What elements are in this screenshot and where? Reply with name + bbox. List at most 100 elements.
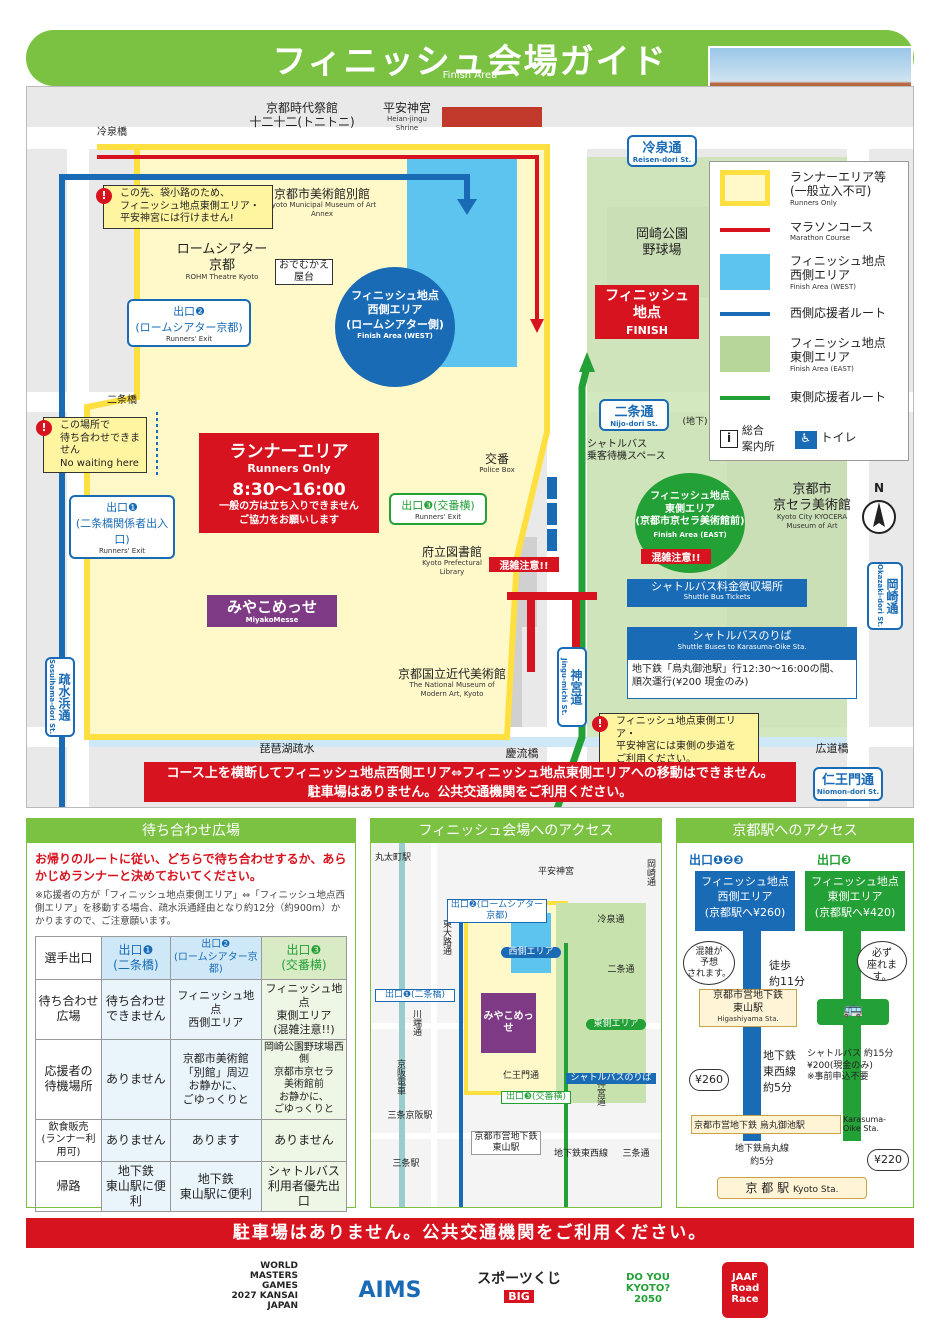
crowd-bubble: 混雑が 予想 されます。 [683, 941, 735, 985]
jidai-hall-label: 京都時代祭館 十二十二(トニトニ) [249, 101, 355, 130]
subway-time: 地下鉄 東西線 約5分 [763, 1049, 796, 1094]
meeting-lead: お帰りのルートに従い、どちらで待ち合わせするか、あらかじめランナーと決めておいて… [35, 852, 347, 883]
page-subtitle: Finish Area [442, 70, 498, 81]
karasuma-box: 京都市営地下鉄 烏丸御池駅 [691, 1115, 841, 1134]
karasuma-en: Karasuma-Oike Sta. [843, 1115, 887, 1133]
table-cell: ありません [260, 1118, 348, 1163]
exit-1-access: 出口❶(二条橋) [375, 989, 455, 1002]
table-cell: 地下鉄 東山駅に便利 [101, 1161, 171, 1213]
venue-access-title: フィニッシュ会場へのアクセス [371, 819, 661, 843]
heian-access-label: 平安神宮 [537, 867, 574, 877]
okazaki-access-label: 岡崎通 [645, 859, 655, 886]
kyoto-station-title: 京都駅へのアクセス [677, 819, 913, 843]
finish-west-callout: フィニッシュ地点 西側エリア (ロームシアター側)Finish Area (WE… [335, 267, 455, 387]
okazaki-stadium-label: 岡崎公園 野球場 [635, 227, 688, 258]
table-row: 帰路 地下鉄 東山駅に便利 地下鉄 東山駅に便利 シャトルバス 利用者優先出口 [35, 1161, 348, 1213]
sanjo-keihan-label: 三条京阪駅 [387, 1111, 433, 1121]
finish-callout: フィニッシュ 地点 FINISH [595, 285, 699, 339]
table-cell: フィニッシュ地点 西側エリア [169, 978, 262, 1040]
toilet-icon: ♿ [794, 430, 817, 449]
west-route-bar [743, 931, 761, 1141]
map-warning-banner: コース上を横断してフィニッシュ地点西側エリア⇔フィニッシュ地点東側エリアへの移動… [144, 762, 796, 802]
jingu-access-label: 神宮道 [595, 1079, 605, 1106]
marutamachi-label: 丸太町駅 [375, 853, 412, 863]
warning-dead-end: !この先、袋小路のため、 フィニッシュ地点東側エリア・ 平安神宮には行けません! [96, 185, 273, 229]
warning-no-waiting: !この場所で 待ち合わせできません No waiting here [36, 417, 147, 473]
page-title: フィニッシュ会場ガイド [272, 42, 668, 82]
west-area-access-label: 西側エリア [501, 947, 561, 958]
table-cell: 出口❸ (交番横) [260, 936, 348, 980]
table-cell: シャトルバス 利用者優先出口 [260, 1161, 348, 1213]
table-header-cell: 応援者の 待機場所 [35, 1038, 102, 1120]
exit-2-callout: 出口❷ (ロームシアター京都) Runners' Exit [127, 299, 251, 347]
keihan-label: 京阪電車 [395, 1059, 405, 1095]
do-you-kyoto-logo: DO YOU KYOTO? 2050 [625, 1272, 671, 1305]
table-cell: 岡崎公園野球場西側 京都市京セラ 美術館前 お静かに、 ごゆっくりと [260, 1038, 348, 1120]
meeting-panel: 待ち合わせ広場 お帰りのルートに従い、どちらで待ち合わせするか、あらかじめランナ… [26, 818, 356, 1213]
exit-2-access: 出口❷(ロームシアター京都) [447, 899, 547, 923]
east-route-bar [843, 931, 861, 1141]
keiryubashi-label: 慶流橋 [505, 747, 539, 760]
east-area-box: フィニッシュ地点 東側エリア (京都駅へ¥420) [805, 871, 905, 931]
jaaf-logo: JAAF Road Race [722, 1262, 768, 1318]
niomon-access-label: 仁王門通 [502, 1071, 539, 1081]
higashioji-label: 東大路通 [441, 919, 451, 955]
warning-east-sidewalk: !フィニッシュ地点東側エリア・ 平安神宮には東側の歩道を ご利用ください。 [592, 713, 759, 769]
heian-shrine-gate [442, 107, 542, 127]
nijo-access-label: 二条通 [607, 965, 635, 975]
nijo-underground-note: (地下) [682, 417, 708, 427]
crowd-warning-east: 混雑注意!! [641, 549, 711, 564]
torii-gate [507, 592, 597, 600]
table-row: 待ち合わせ 広場 待ち合わせ できません フィニッシュ地点 西側エリア フィニッ… [35, 978, 348, 1040]
shuttle-wait-label: シャトルバス 乗客待機スペース [587, 439, 666, 462]
meeting-note: ※応援者の方が「フィニッシュ地点東側エリア」⇔「フィニッシュ地点西側エリア」を移… [35, 889, 346, 928]
table-header-cell: 飲食販売 (ランナー利用可) [35, 1118, 102, 1163]
shuttle-access-label: シャトルバスのりば [566, 1073, 656, 1084]
omotenashi-label: おでむかえ 屋台 [275, 259, 333, 285]
venue-access-panel: フィニッシュ会場へのアクセス 丸太町駅 平安神宮 冷泉通 二条通 東大路通 岡崎… [370, 818, 662, 1208]
hirodobashi-label: 広道橋 [815, 742, 849, 755]
wmg-logo: WORLD MASTERS GAMES 2027 KANSAI JAPAN [231, 1261, 298, 1311]
exit-1-callout: 出口❶ (二条橋関係者出入口) Runners' Exit [69, 495, 175, 559]
kyoto-station-panel: 京都駅へのアクセス 出口❶❷❸ 出口❸ フィニッシュ地点 西側エリア (京都駅へ… [676, 818, 914, 1208]
kyoto-station-box: 京 都 駅 Kyoto Sta. [717, 1177, 867, 1199]
sanjo-station-label: 三条駅 [392, 1159, 420, 1169]
meeting-table: 選手出口 出口❶ (二条橋) 出口❷ (ロームシアター京都) 出口❸ (交番横)… [35, 936, 348, 1213]
table-header-cell: 選手出口 [35, 936, 102, 980]
higashiyama-access-label: 京都市営地下鉄東山駅 [471, 1131, 541, 1155]
table-cell: ありません [101, 1038, 171, 1120]
exit-3-access: 出口❸(交番横) [501, 1091, 571, 1104]
table-cell: フィニッシュ地点 東側エリア (混雑注意!!) [260, 978, 348, 1040]
east-exit-head: 出口❸ [817, 853, 852, 867]
west-area-box: フィニッシュ地点 西側エリア (京都駅へ¥260) [695, 871, 795, 931]
table-cell: ありません [101, 1118, 171, 1163]
seat-bubble: 必ず 座れます。 [857, 941, 907, 983]
kawabata-label: 川端通 [411, 1009, 421, 1036]
table-header-cell: 帰路 [35, 1161, 102, 1213]
fare-east: ¥220 [867, 1149, 909, 1171]
bus-info: シャトルバス 約15分 ¥200(現金のみ) ※事前申込不要 [807, 1049, 894, 1083]
table-cell: あります [169, 1118, 262, 1163]
east-area-access-label: 東側エリア [586, 1019, 646, 1030]
sanjo-dori-label: 三条通 [622, 1149, 650, 1159]
nijobashi-label: 二条橋 [107, 395, 137, 406]
north-label: N [873, 481, 885, 495]
table-cell: 地下鉄 東山駅に便利 [169, 1161, 262, 1213]
reizenbashi-label: 冷泉橋 [97, 127, 127, 138]
legend-info-toilet: i 総合 案内所 ♿ トイレ [720, 422, 905, 454]
